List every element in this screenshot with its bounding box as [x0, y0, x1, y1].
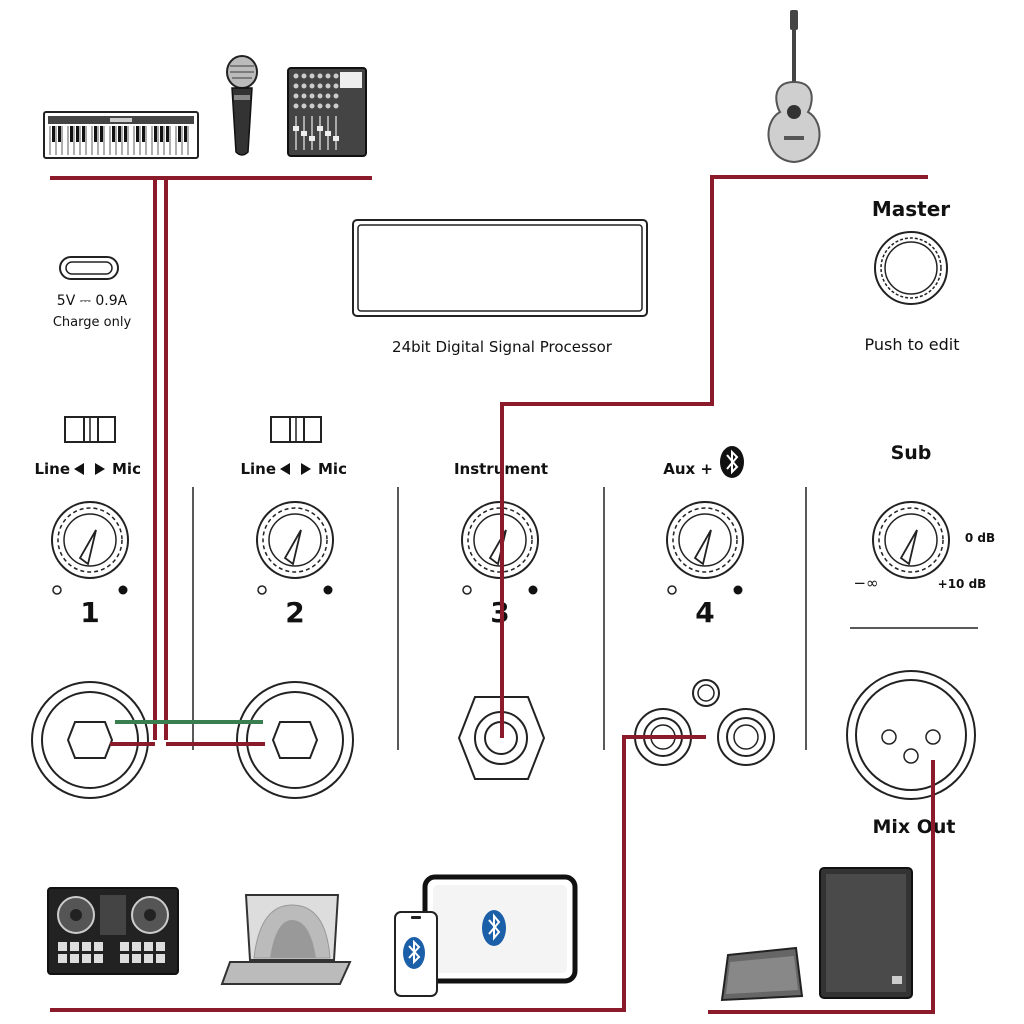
led-on-indicator — [528, 585, 538, 595]
gain-knob-2[interactable] — [256, 501, 334, 579]
sub-title: Sub — [891, 442, 932, 464]
master-encoder[interactable] — [874, 231, 948, 305]
led-off-indicator — [667, 585, 677, 595]
guitar-cable — [500, 175, 928, 738]
gain-knob-1[interactable] — [51, 501, 129, 579]
ch2-mic-label: Mic — [318, 460, 347, 478]
led-off-indicator — [257, 585, 267, 595]
usb-c-port — [59, 256, 119, 280]
xlr-output[interactable] — [846, 670, 976, 800]
master-title: Master — [872, 197, 950, 221]
sub-max-label: 0 dB — [965, 531, 995, 545]
knob-pointer — [693, 529, 712, 566]
led-on-indicator — [118, 585, 128, 595]
combo-input-1[interactable] — [31, 681, 149, 799]
sub-boost-label: +10 dB — [938, 577, 987, 591]
arrows-left-right-icon — [280, 463, 311, 475]
sub-knob[interactable] — [872, 501, 950, 579]
aux-input-jacks[interactable] — [634, 679, 775, 766]
mix-out-cable — [708, 760, 935, 1014]
knob-pointer — [899, 529, 918, 566]
monitor-speaker-icon — [720, 946, 804, 1002]
knob-pointer — [78, 529, 97, 566]
line-mic-switch-2[interactable] — [270, 416, 322, 443]
line-mic-switch-1[interactable] — [64, 416, 116, 443]
ch1-mic-label: Mic — [112, 460, 141, 478]
ch4-aux-label: Aux + — [663, 460, 713, 478]
channel-number-1: 1 — [80, 596, 99, 629]
mix-out-label: Mix Out — [872, 816, 955, 838]
channel-number-2: 2 — [285, 596, 304, 629]
tablet-icon — [422, 874, 578, 984]
aux-cable — [50, 735, 706, 1012]
ch2-line-label: Line — [240, 460, 276, 478]
usb-note-label: Charge only — [53, 315, 132, 330]
microphone-icon — [226, 55, 258, 156]
ch1-line-label: Line — [34, 460, 70, 478]
smartphone-icon — [394, 911, 438, 997]
led-on-indicator — [733, 585, 743, 595]
usb-spec-label: 5V ⎓ 0.9A — [57, 293, 128, 309]
arrows-left-right-icon — [74, 463, 105, 475]
dsp-display — [352, 219, 648, 317]
dsp-label: 24bit Digital Signal Processor — [392, 338, 613, 356]
sub-min-label: −∞ — [853, 574, 878, 592]
signal-cables — [50, 175, 935, 1014]
combo-input-2[interactable] — [236, 681, 354, 799]
bluetooth-icon — [720, 446, 744, 478]
gain-knob-4[interactable] — [666, 501, 744, 579]
master-subtitle: Push to edit — [865, 335, 960, 354]
channel-number-4: 4 — [695, 596, 714, 629]
keyboard-icon — [43, 111, 199, 159]
speaker-icon — [819, 867, 913, 999]
laptop-icon — [220, 894, 352, 985]
knob-pointer — [283, 529, 302, 566]
guitar-icon — [767, 10, 821, 164]
led-off-indicator — [462, 585, 472, 595]
dj-controller-icon — [47, 887, 179, 975]
led-on-indicator — [323, 585, 333, 595]
mixer-icon — [287, 67, 367, 157]
led-off-indicator — [52, 585, 62, 595]
